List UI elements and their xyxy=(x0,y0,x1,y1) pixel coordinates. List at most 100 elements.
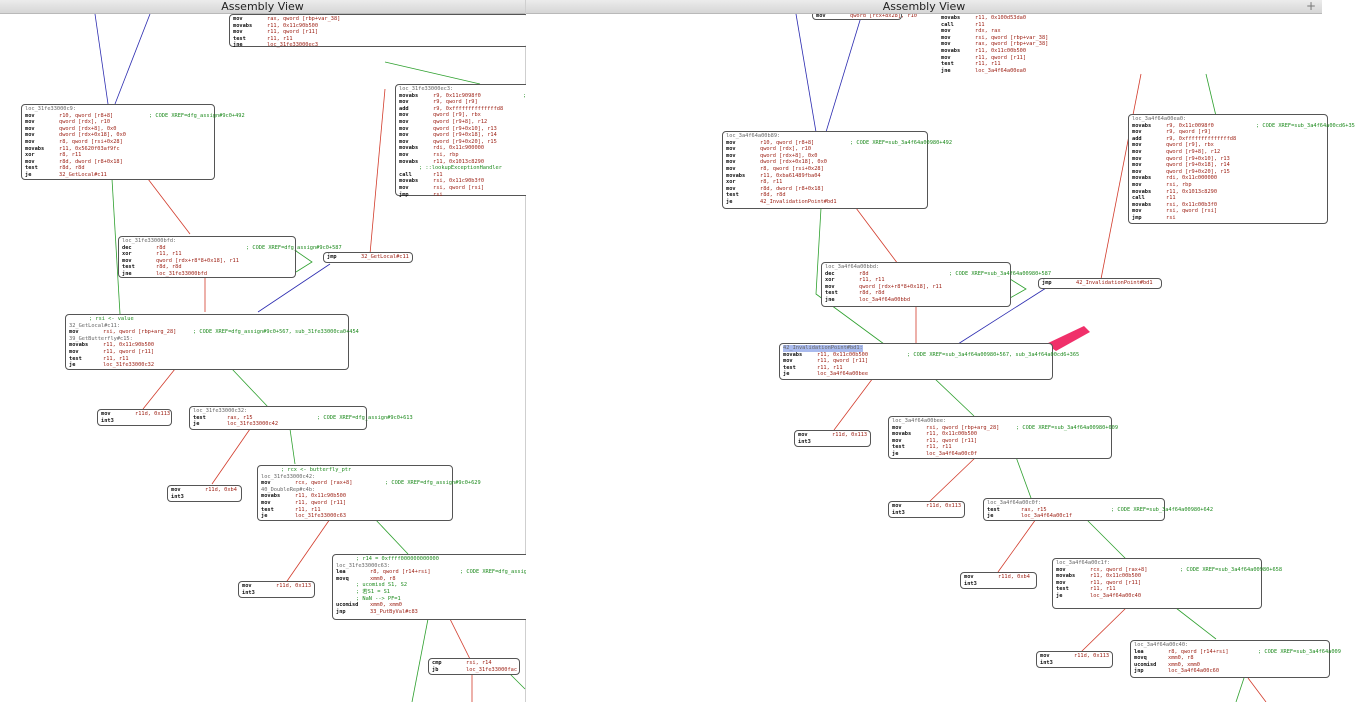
code-line[interactable]: loc_31fe33000c9: xyxy=(25,106,211,113)
code-line[interactable]: loc_3a4f64a00c1f: xyxy=(1056,560,1258,567)
code-line[interactable]: loc_31fe33000c63: xyxy=(336,563,528,570)
code-line[interactable]: int3 xyxy=(242,590,311,597)
code-line[interactable]: 40_DoubleRep#c4b: xyxy=(261,487,449,494)
code-line[interactable]: loc_3a4f64a00bee: xyxy=(892,418,1108,425)
code-line[interactable]: int3 xyxy=(171,494,238,501)
assembly-view-pane-left[interactable]: Assembly View xyxy=(0,0,561,702)
code-line[interactable]: loc_3a4f64a00c40: xyxy=(1134,642,1326,649)
code-line[interactable]: ; r14 = 0xffff000000000000 xyxy=(336,556,528,563)
code-line[interactable]: int3 xyxy=(798,439,867,446)
code-line[interactable]: 39_GetButterfly#c15: xyxy=(69,336,345,343)
code-line[interactable]: ; ucomisd S1, S2 xyxy=(336,582,528,589)
code-line[interactable]: int3 xyxy=(964,581,1033,588)
